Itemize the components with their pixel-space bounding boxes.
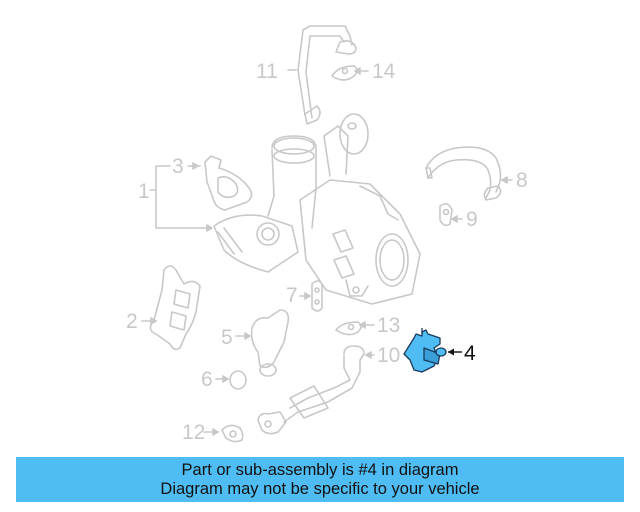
callout-7: 7 xyxy=(286,284,298,307)
part-2-gasket xyxy=(141,265,201,351)
part-3-actuator xyxy=(187,155,253,211)
callout-14: 14 xyxy=(372,60,396,83)
callout-11: 13 xyxy=(377,314,401,337)
callout-12: 12 xyxy=(182,421,206,444)
callout-4: 4 xyxy=(464,342,476,365)
part-10-pipe xyxy=(257,345,375,435)
callout-3: 3 xyxy=(172,155,184,178)
part-9-gasket xyxy=(439,202,463,227)
banner-line-part-number: Part or sub-assembly is #4 in diagram xyxy=(181,461,459,479)
banner-line-disclaimer: Diagram may not be specific to your vehi… xyxy=(160,480,480,498)
part-14-gasket xyxy=(331,65,369,81)
callout-2: 2 xyxy=(126,310,138,333)
parts-diagram xyxy=(141,25,513,443)
callout-6: 6 xyxy=(201,368,213,391)
info-banner: Part or sub-assembly is #4 in diagram Di… xyxy=(16,457,624,502)
part-7-gasket xyxy=(299,280,323,312)
callout-9: 9 xyxy=(466,208,478,231)
callout-8: 8 xyxy=(516,169,528,192)
part-13-oil-pipe xyxy=(287,25,357,125)
part-5-pipe xyxy=(235,309,290,377)
part-4-solenoid-valve xyxy=(403,328,462,373)
part-11-gasket xyxy=(335,321,375,336)
part-12-gasket xyxy=(203,424,244,443)
callout-5: 5 xyxy=(221,326,233,349)
part-8-hose xyxy=(425,146,513,201)
part-1-leader xyxy=(149,165,213,232)
part-1-turbocharger xyxy=(213,113,421,305)
callout-1: 1 xyxy=(138,180,150,203)
callout-13: 11 xyxy=(256,60,278,83)
part-6-oring xyxy=(215,370,247,390)
callout-10: 10 xyxy=(377,344,401,367)
